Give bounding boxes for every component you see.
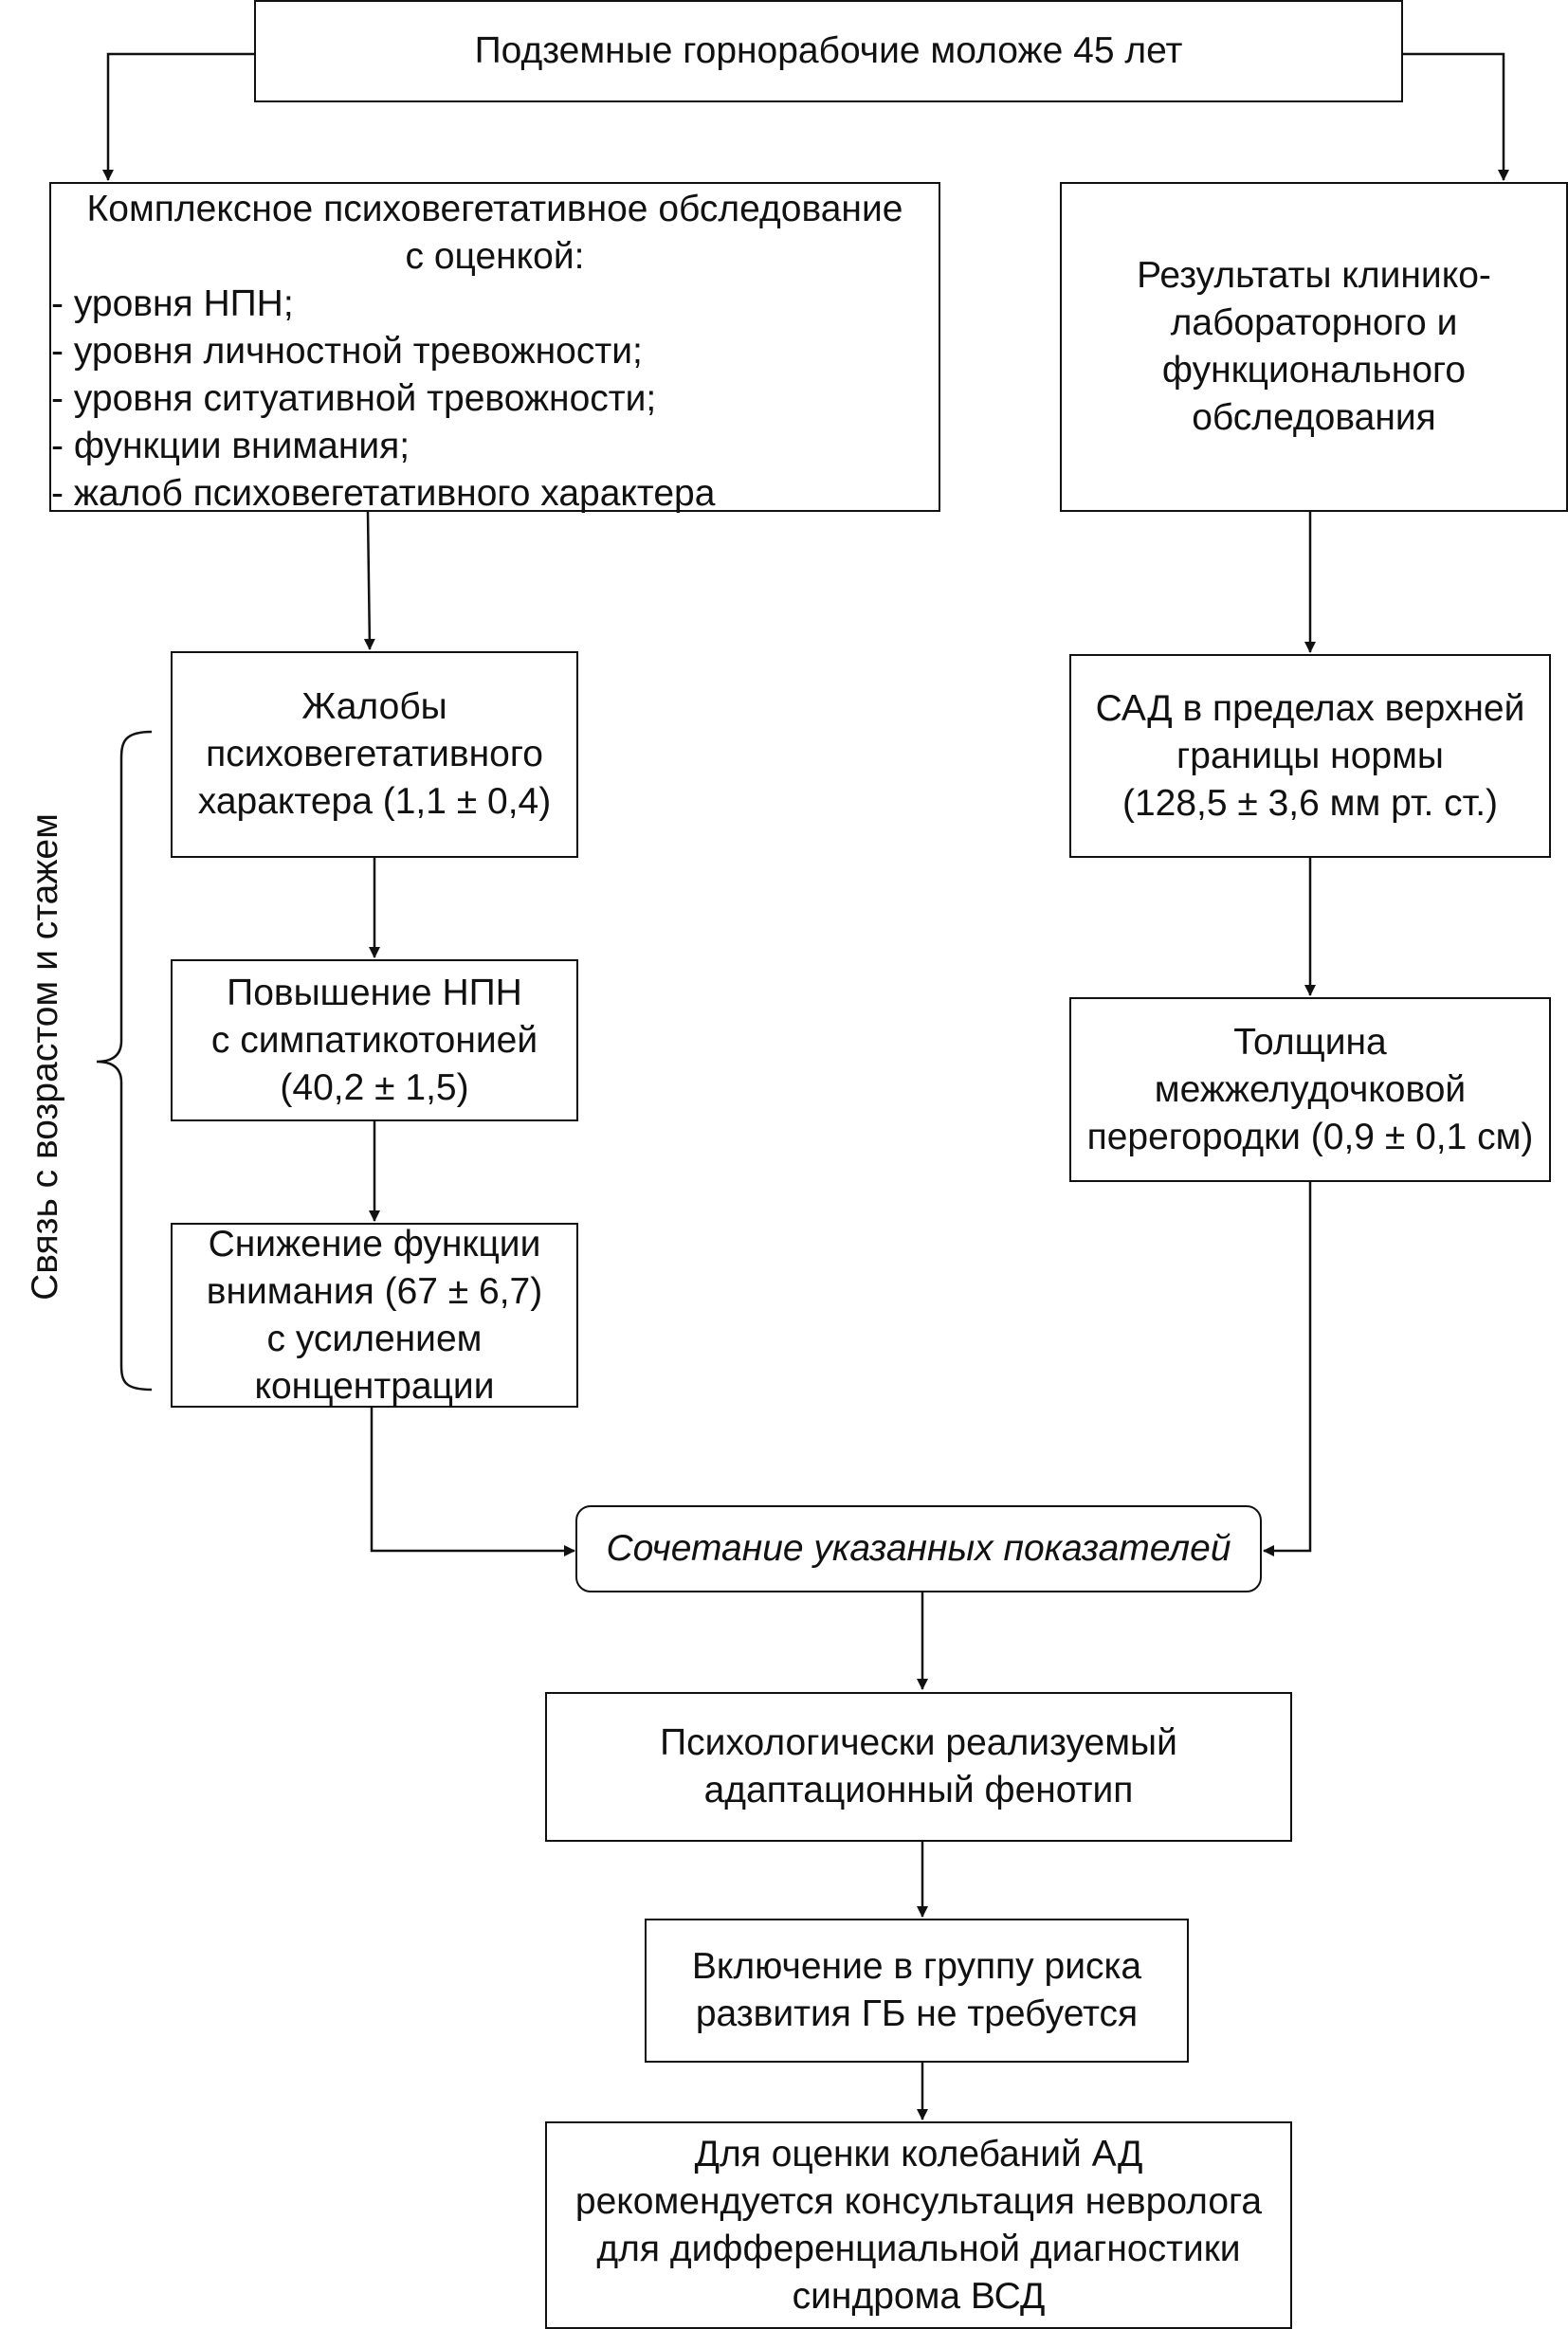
attention-line: Снижение функции bbox=[208, 1223, 541, 1265]
npn-line: (40,2 ± 1,5) bbox=[280, 1066, 469, 1108]
arrow-exam-to-complaints bbox=[363, 511, 375, 650]
clinical-line: Результаты клинико- bbox=[1137, 255, 1491, 296]
arrow-attention-to-combination bbox=[370, 1408, 575, 1556]
top-box-text: Подземные горнорабочие моложе 45 лет bbox=[474, 30, 1183, 71]
complaints-line: Жалобы bbox=[301, 686, 447, 727]
exam-item-situational-anxiety: - уровня ситуативной тревожности; bbox=[51, 378, 657, 419]
clinical-line: лабораторного и bbox=[1170, 302, 1458, 343]
attention-line: внимания (67 ± 6,7) bbox=[206, 1270, 543, 1312]
combination-box: Сочетание указанных показателей bbox=[575, 1505, 1262, 1592]
recommendation-line: для дифференциальной диагностики bbox=[596, 2228, 1241, 2269]
phenotype-line: Психологически реализуемый bbox=[660, 1722, 1177, 1763]
clinical-line: обследования bbox=[1192, 397, 1436, 438]
septum-line: перегородки (0,9 ± 0,1 см) bbox=[1086, 1116, 1534, 1157]
recommendation-line: рекомендуется консультация невролога bbox=[574, 2180, 1263, 2222]
sad-box: САД в пределах верхней границы нормы (12… bbox=[1069, 654, 1551, 858]
phenotype-line: адаптационный фенотип bbox=[703, 1770, 1134, 1810]
combination-text: Сочетание указанных показателей bbox=[606, 1528, 1231, 1569]
side-brace bbox=[96, 730, 153, 1392]
exam-item-npn: - уровня НПН; bbox=[51, 283, 294, 324]
npn-box: Повышение НПН с симпатикотонией (40,2 ± … bbox=[171, 959, 578, 1121]
arrow-septum-to-combination bbox=[1263, 1182, 1312, 1556]
exam-subtitle-line: с оценкой: bbox=[405, 236, 585, 277]
clinical-line: функционального bbox=[1161, 350, 1467, 391]
side-label-age-tenure: Связь с возрастом и стажем bbox=[25, 813, 65, 1301]
npn-line: с симпатикотонией bbox=[210, 1019, 538, 1061]
npn-line: Повышение НПН bbox=[227, 972, 522, 1013]
exam-item-complaints: - жалоб психовегетативного характера bbox=[51, 473, 716, 514]
phenotype-box: Психологически реализуемый адаптационный… bbox=[545, 1692, 1292, 1842]
complaints-box: Жалобы психовегетативного характера (1,1… bbox=[171, 651, 578, 858]
arrow-top-to-clinical bbox=[1403, 52, 1509, 181]
attention-line: концентрации bbox=[254, 1365, 495, 1407]
recommendation-line: Для оценки колебаний АД bbox=[694, 2133, 1143, 2174]
sad-line: САД в пределах верхней bbox=[1095, 687, 1525, 729]
exam-title-line: Комплексное психовегетативное обследован… bbox=[86, 189, 903, 229]
attention-line: с усилением bbox=[266, 1318, 483, 1359]
recommendation-line: синдрома ВСД bbox=[792, 2275, 1046, 2317]
exam-item-personal-anxiety: - уровня личностной тревожности; bbox=[51, 331, 643, 372]
sad-line: границы нормы bbox=[1176, 735, 1444, 776]
arrow-top-to-exam bbox=[102, 52, 254, 181]
recommendation-box: Для оценки колебаний АД рекомендуется ко… bbox=[545, 2121, 1292, 2329]
septum-box: Толщина межжелудочковой перегородки (0,9… bbox=[1069, 997, 1551, 1182]
top-box: Подземные горнорабочие моложе 45 лет bbox=[254, 0, 1403, 102]
riskgroup-box: Включение в группу риска развития ГБ не … bbox=[645, 1919, 1189, 2063]
complaints-line: характера (1,1 ± 0,4) bbox=[197, 781, 552, 822]
riskgroup-line: Включение в группу риска bbox=[691, 1946, 1142, 1987]
attention-box: Снижение функции внимания (67 ± 6,7) с у… bbox=[171, 1223, 578, 1408]
clinical-box: Результаты клинико- лабораторного и функ… bbox=[1060, 182, 1568, 512]
exam-item-attention: - функции внимания; bbox=[51, 426, 410, 466]
septum-line: межжелудочковой bbox=[1154, 1068, 1467, 1110]
septum-line: Толщина bbox=[1233, 1021, 1387, 1063]
riskgroup-line: развития ГБ не требуется bbox=[695, 1993, 1139, 2034]
sad-line: (128,5 ± 3,6 мм рт. ст.) bbox=[1121, 782, 1499, 824]
complaints-line: психовегетативного bbox=[206, 734, 543, 774]
exam-box: Комплексное психовегетативное обследован… bbox=[49, 182, 940, 514]
